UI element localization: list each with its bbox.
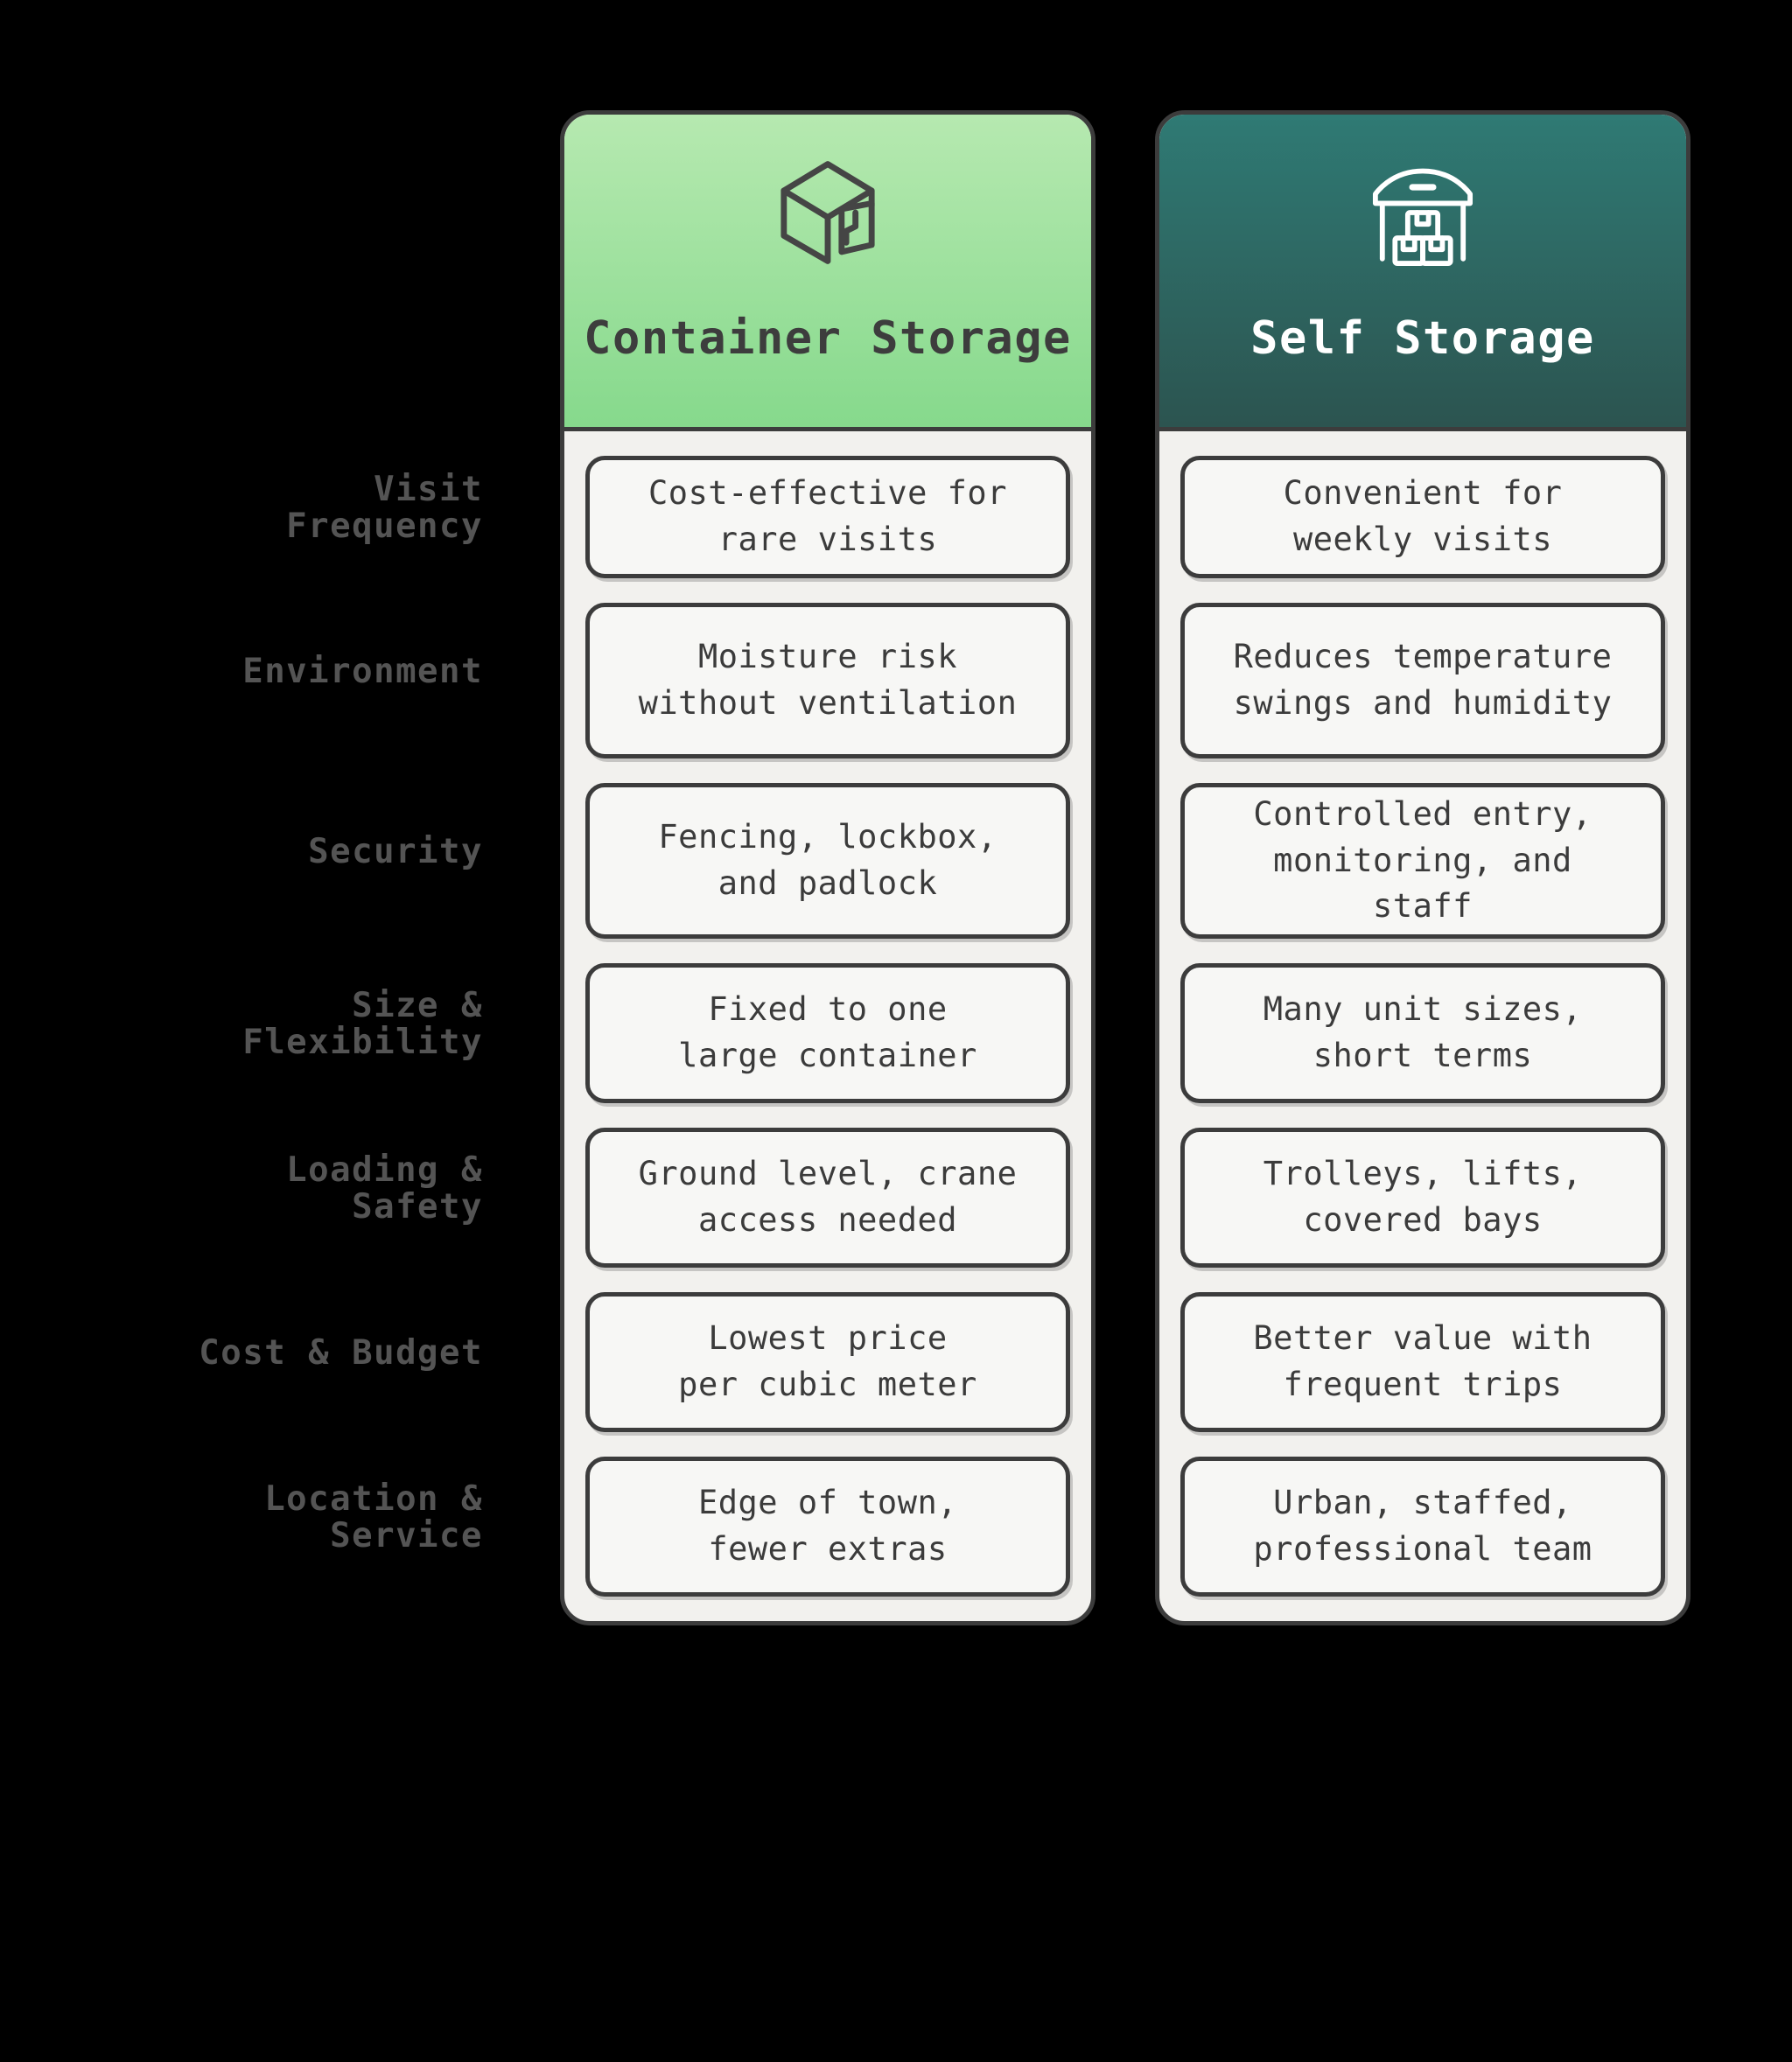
column-header-2: Self Storage: [1159, 115, 1686, 431]
cell-text: Cost-effective for rare visits: [648, 474, 1007, 558]
cube-box-icon: [768, 155, 887, 270]
comparison-cell: Trolleys, lifts, covered bays: [1180, 1128, 1665, 1268]
comparison-cell: Ground level, crane access needed: [585, 1128, 1070, 1268]
column-title: Self Storage: [1250, 312, 1595, 365]
cell-text: Lowest price per cubic meter: [678, 1319, 977, 1403]
cell-text: Reduces temperature swings and humidity: [1233, 638, 1613, 722]
row-label-6: Cost & Budget: [199, 1332, 483, 1373]
comparison-cell: Reduces temperature swings and humidity: [1180, 603, 1665, 758]
comparison-cell: Lowest price per cubic meter: [585, 1292, 1070, 1432]
cell-text: Fixed to one large container: [678, 990, 977, 1074]
cell-text: Many unit sizes, short terms: [1263, 990, 1583, 1074]
cell-text: Ground level, crane access needed: [638, 1155, 1018, 1239]
row-label-2: Environment: [242, 651, 483, 691]
column-header-1: Container Storage: [564, 115, 1091, 431]
comparison-cell: Fencing, lockbox, and padlock: [585, 783, 1070, 939]
comparison-cell: Edge of town, fewer extras: [585, 1457, 1070, 1597]
cell-text: Fencing, lockbox, and padlock: [658, 818, 998, 902]
cell-text: Better value with frequent trips: [1253, 1319, 1592, 1403]
column-title: Container Storage: [584, 312, 1072, 365]
cell-text: Edge of town, fewer extras: [697, 1484, 958, 1568]
cell-text: Urban, staffed, professional team: [1253, 1484, 1592, 1568]
cell-text: Moisture risk without ventilation: [638, 638, 1018, 722]
cell-text: Controlled entry, monitoring, and staff: [1253, 795, 1592, 926]
row-label-7: Location & Service: [264, 1478, 483, 1555]
comparison-cell: Moisture risk without ventilation: [585, 603, 1070, 758]
warehouse-boxes-icon: [1363, 155, 1482, 270]
comparison-cell: Controlled entry, monitoring, and staff: [1180, 783, 1665, 939]
comparison-cell: Better value with frequent trips: [1180, 1292, 1665, 1432]
comparison-cell: Many unit sizes, short terms: [1180, 963, 1665, 1103]
cell-text: Convenient for weekly visits: [1283, 474, 1563, 558]
row-label-5: Loading & Safety: [286, 1150, 483, 1227]
comparison-cell: Convenient for weekly visits: [1180, 456, 1665, 578]
row-label-4: Size & Flexibility: [242, 985, 483, 1062]
comparison-cell: Urban, staffed, professional team: [1180, 1457, 1665, 1597]
comparison-cell: Cost-effective for rare visits: [585, 456, 1070, 578]
comparison-cell: Fixed to one large container: [585, 963, 1070, 1103]
row-label-3: Security: [308, 831, 483, 871]
row-label-1: Visit Frequency: [286, 469, 483, 546]
cell-text: Trolleys, lifts, covered bays: [1263, 1155, 1583, 1239]
